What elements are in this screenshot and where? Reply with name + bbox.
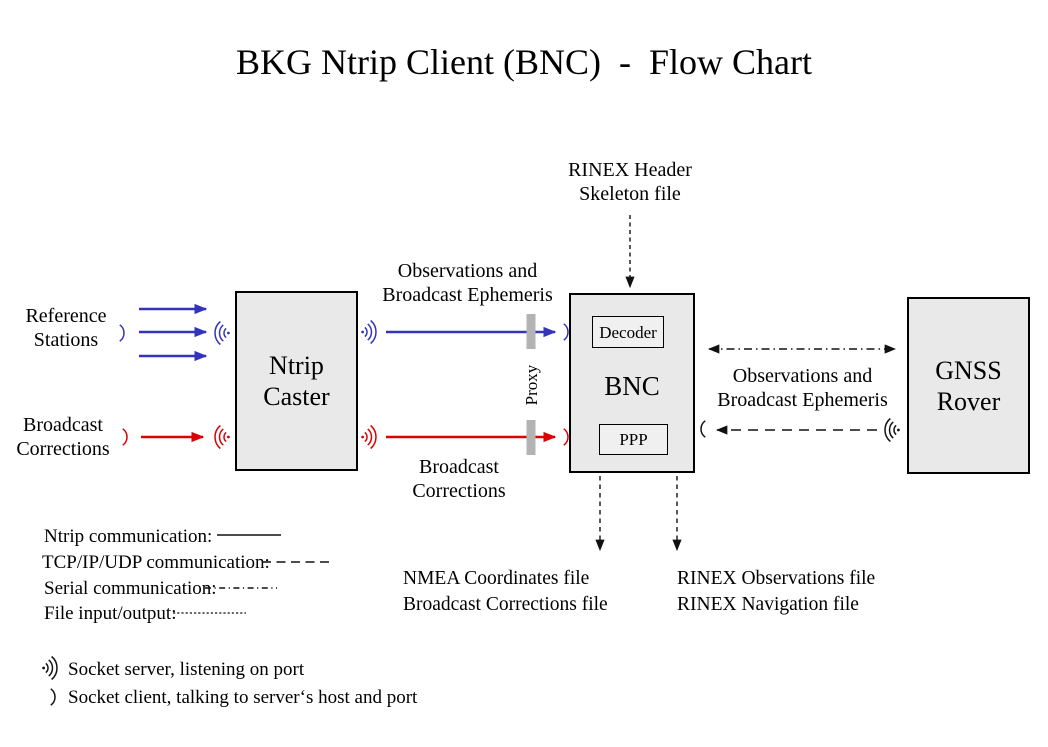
socket-server-icon — [884, 417, 901, 443]
ntrip-caster-line1: Ntrip — [269, 351, 324, 380]
decoder-label: Decoder — [599, 322, 657, 342]
rinex-header-skeleton-label: RINEX Header Skeleton file — [530, 158, 730, 206]
bnc-label: BNC — [604, 371, 660, 401]
broadcast-corrections-input-line1: Broadcast — [23, 414, 103, 436]
node-gnss-rover: GNSS Rover — [907, 297, 1030, 474]
observations-ephemeris-rover-label: Observations and Broadcast Ephemeris — [710, 364, 895, 412]
node-ppp: PPP — [599, 424, 668, 455]
broadcast-corrections-input-label: Broadcast Corrections — [3, 413, 123, 461]
socket-server-legend-label: Socket server, listening on port — [68, 659, 305, 680]
observations-ephemeris-rover-line1: Observations and — [732, 365, 873, 387]
observations-ephemeris-top-line1: Observations and — [397, 260, 538, 282]
socket-server-icon — [214, 424, 231, 450]
rinex-header-skeleton-line2: Skeleton file — [579, 183, 681, 205]
socket-client-icon — [562, 323, 569, 341]
broadcast-corrections-link-line2: Corrections — [412, 480, 506, 502]
gnss-rover-line2: Rover — [936, 386, 1001, 416]
socket-client-icon — [700, 420, 707, 438]
legend-serial-label: Serial communication: — [44, 578, 217, 599]
broadcast-corrections-link-label: Broadcast Corrections — [399, 455, 519, 503]
broadcast-corrections-input-line2: Corrections — [16, 438, 110, 460]
gnss-rover-line1: GNSS — [935, 355, 1002, 385]
socket-client-legend-label: Socket client, talking to server‘s host … — [68, 687, 418, 708]
node-ntrip-caster: Ntrip Caster — [235, 291, 358, 471]
proxy-label: Proxy — [522, 364, 541, 406]
rinex-output-line2: RINEX Navigation file — [677, 594, 859, 615]
socket-server-legend-icon — [41, 655, 58, 681]
socket-client-icon — [121, 428, 128, 446]
observations-ephemeris-top-label: Observations and Broadcast Ephemeris — [375, 259, 560, 307]
observations-ephemeris-rover-line2: Broadcast Ephemeris — [717, 389, 888, 411]
reference-stations-line1: Reference — [25, 305, 107, 327]
socket-server-icon — [360, 424, 377, 450]
socket-server-icon — [360, 319, 377, 345]
legend-file-label: File input/output: — [44, 603, 177, 624]
node-decoder: Decoder — [592, 316, 664, 348]
ppp-label: PPP — [619, 430, 648, 449]
page-title: BKG Ntrip Client (BNC) - Flow Chart — [236, 42, 812, 82]
reference-stations-line2: Stations — [33, 329, 99, 351]
reference-stations-label: Reference Stations — [6, 304, 126, 352]
observations-ephemeris-top-line2: Broadcast Ephemeris — [382, 284, 553, 306]
node-bnc: Decoder BNC PPP — [569, 293, 695, 473]
rinex-output-line1: RINEX Observations file — [677, 568, 876, 589]
ntrip-caster-line2: Caster — [263, 382, 330, 411]
nmea-output-label: NMEA Coordinates file Broadcast Correcti… — [403, 566, 663, 618]
broadcast-corrections-link-line1: Broadcast — [419, 456, 499, 478]
legend-tcp-label: TCP/IP/UDP communication: — [42, 552, 270, 573]
socket-client-legend-icon — [49, 688, 56, 706]
socket-server-icon — [214, 320, 231, 346]
proxy-bar-bottom — [526, 420, 536, 455]
nmea-output-line2: Broadcast Corrections file — [403, 594, 608, 615]
rinex-header-skeleton-line1: RINEX Header — [568, 159, 692, 181]
nmea-output-line1: NMEA Coordinates file — [403, 568, 590, 589]
proxy-bar-top — [526, 314, 536, 349]
rinex-output-label: RINEX Observations file RINEX Navigation… — [677, 566, 937, 618]
legend-ntrip-label: Ntrip communication: — [44, 526, 213, 547]
socket-client-icon — [562, 428, 569, 446]
